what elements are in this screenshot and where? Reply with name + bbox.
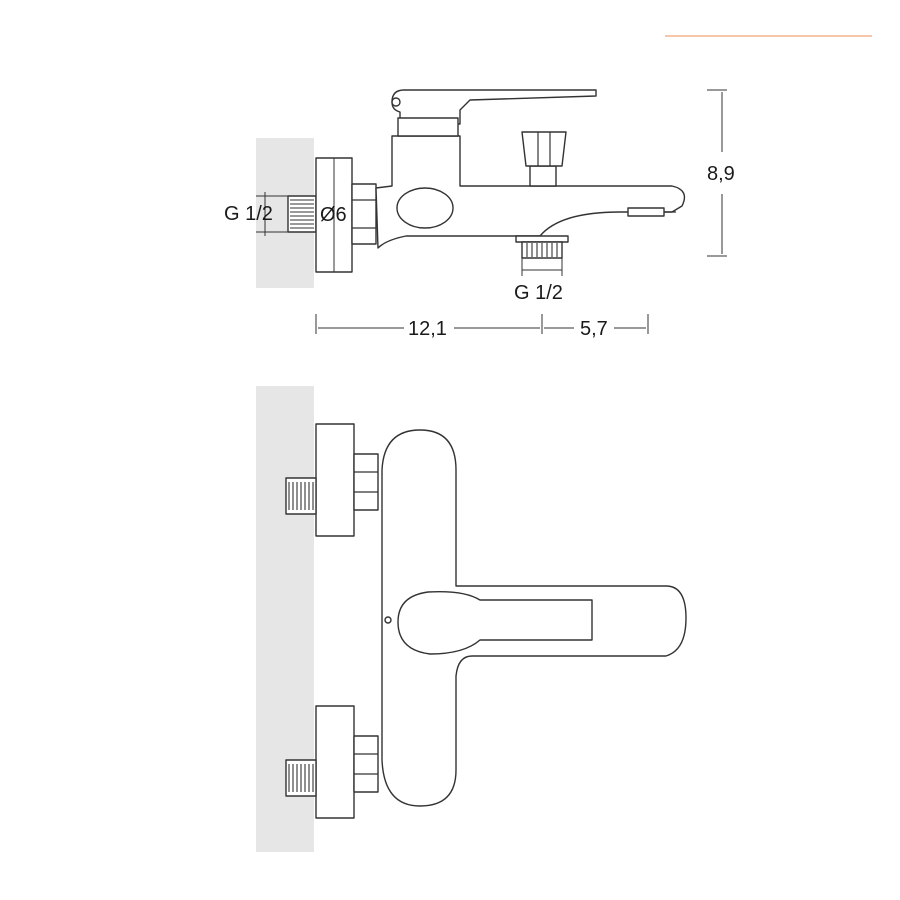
label-height: 8,9: [707, 163, 735, 185]
diverter-knob: [396, 187, 454, 229]
dim-outlet-thread: [521, 258, 563, 276]
outlet-thread: [515, 235, 569, 259]
inlet-thread: [287, 195, 317, 233]
label-spout-reach: 5,7: [580, 318, 608, 340]
mixer-body: [375, 135, 686, 249]
label-inlet-thread: G 1/2: [224, 203, 273, 225]
label-projection: 12,1: [408, 318, 447, 340]
front-view: [256, 386, 687, 852]
spout-aerator: [627, 207, 665, 217]
diverter-button: [521, 131, 567, 187]
hex-nut: [351, 183, 377, 245]
label-flange-diameter: Ø6: [320, 204, 347, 226]
label-outlet-thread: G 1/2: [514, 282, 563, 304]
mixer-lever: [391, 89, 597, 125]
lower-connector: [285, 705, 379, 819]
dim-inlet-thread: [256, 192, 288, 236]
side-view: G 1/2 Ø6 G 1/2 12,1 5,7: [224, 89, 735, 340]
lever-front: [397, 590, 593, 655]
dim-flange-diameter: [328, 157, 340, 273]
dim-horizontal: [315, 314, 649, 334]
upper-connector: [285, 423, 379, 537]
dim-height: [707, 89, 727, 257]
